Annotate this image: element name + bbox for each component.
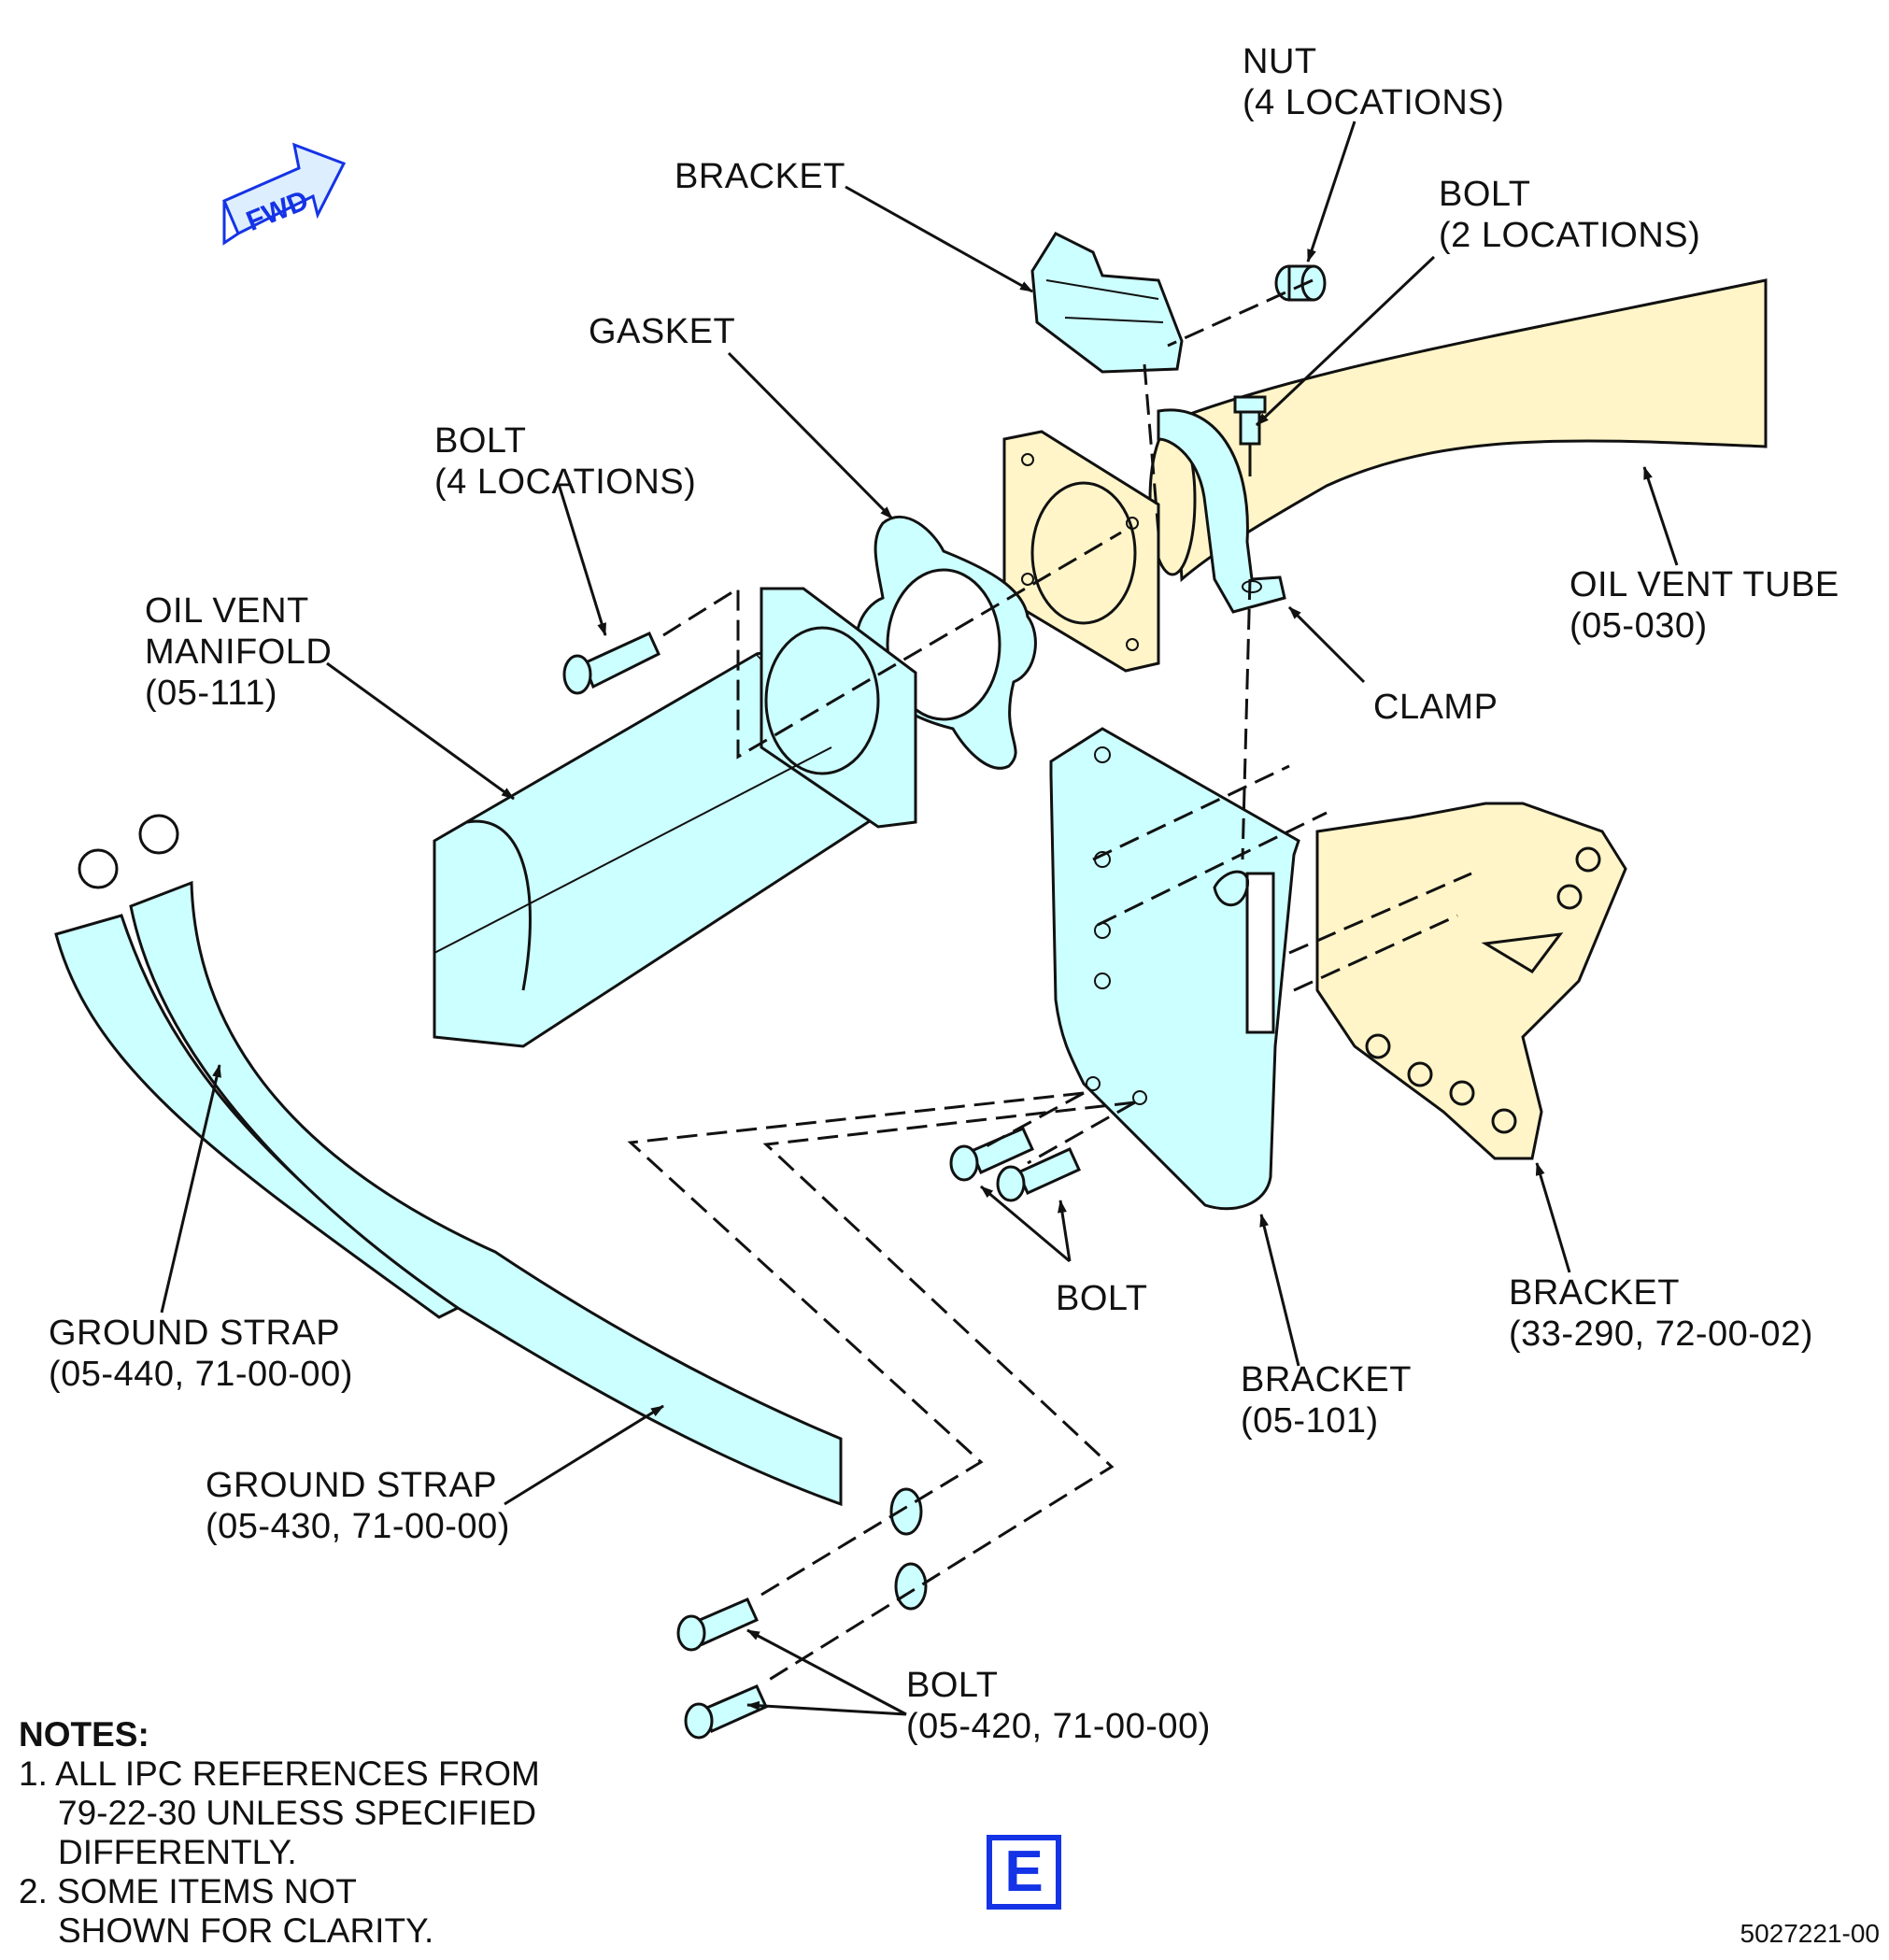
label-oil-vent-tube: OIL VENT TUBE (05-030) (1569, 564, 1839, 646)
label-ground-strap-440: GROUND STRAP (05-440, 71-00-00) (49, 1313, 353, 1395)
label-clamp-line1: CLAMP (1373, 688, 1498, 727)
label-oil-vent-manifold-line3: (05-111) (145, 674, 277, 713)
mid-bolts-part (949, 1127, 1081, 1202)
label-bolt-4loc: BOLT (4 LOCATIONS) (434, 420, 696, 503)
label-oil-vent-manifold-line1: OIL VENT (145, 591, 309, 631)
label-bracket-33-290-line2: (33-290, 72-00-02) (1509, 1314, 1813, 1354)
label-nut-line1: NUT (1243, 42, 1317, 81)
fwd-arrow-icon: FWD (222, 142, 347, 246)
note-1-line3: DIFFERENTLY. (58, 1833, 297, 1871)
label-bolt-05-420-line2: (05-420, 71-00-00) (906, 1707, 1211, 1746)
label-bracket-101: BRACKET (05-101) (1241, 1359, 1412, 1442)
oil-vent-manifold (433, 587, 917, 1048)
label-bolt-4loc-line2: (4 LOCATIONS) (434, 462, 697, 502)
label-bracket-101-line2: (05-101) (1241, 1401, 1379, 1441)
label-bracket-33-290-line1: BRACKET (1509, 1273, 1680, 1313)
label-ground-strap-430-line2: (05-430, 71-00-00) (206, 1507, 510, 1546)
note-1-line2: 79-22-30 UNLESS SPECIFIED (58, 1794, 537, 1832)
figure-number: 5027221-00 (1740, 1919, 1880, 1948)
notes-title: NOTES: (19, 1715, 149, 1754)
label-bolt-2loc-line2: (2 LOCATIONS) (1439, 216, 1701, 255)
label-bolt-4loc-line1: BOLT (434, 421, 527, 461)
bolt-2loc-part (1233, 395, 1267, 476)
label-ground-strap-430: GROUND STRAP (05-430, 71-00-00) (206, 1465, 510, 1547)
label-bolt-05-420-line1: BOLT (906, 1666, 999, 1705)
bracket-05-101-part (1049, 727, 1300, 1211)
view-letter-box: E (987, 1835, 1061, 1910)
label-bolt-mid: BOLT (1056, 1278, 1147, 1319)
clamp-part (1157, 408, 1286, 614)
label-oil-vent-tube-line2: (05-030) (1569, 606, 1708, 646)
note-2-line1: 2. SOME ITEMS NOT (19, 1872, 357, 1910)
label-bolt-2loc-line1: BOLT (1439, 175, 1531, 214)
label-oil-vent-tube-line1: OIL VENT TUBE (1569, 565, 1839, 604)
bolt-4loc-part (562, 632, 660, 695)
label-bracket-top: BRACKET (675, 156, 845, 197)
ground-strap-430-part (129, 814, 843, 1507)
alignment-lines (627, 278, 1472, 1683)
label-ground-strap-440-line1: GROUND STRAP (49, 1314, 341, 1353)
label-bracket-33-290: BRACKET (33-290, 72-00-02) (1509, 1272, 1813, 1355)
label-oil-vent-manifold: OIL VENT MANIFOLD (05-111) (145, 590, 332, 714)
note-2-line2: SHOWN FOR CLARITY. (58, 1911, 434, 1950)
ground-bolts-part (676, 1487, 928, 1740)
label-bracket-101-line1: BRACKET (1241, 1360, 1412, 1399)
label-bolt-2loc: BOLT (2 LOCATIONS) (1439, 174, 1700, 256)
ground-strap-440-part (54, 848, 461, 1319)
label-ground-strap-440-line2: (05-440, 71-00-00) (49, 1355, 353, 1394)
notes-block: NOTES: 1. ALL IPC REFERENCES FROM 79-22-… (19, 1715, 540, 1951)
label-oil-vent-manifold-line2: MANIFOLD (145, 632, 333, 672)
label-ground-strap-430-line1: GROUND STRAP (206, 1466, 498, 1505)
leader-lines (160, 121, 1679, 1716)
label-bolt-05-420: BOLT (05-420, 71-00-00) (906, 1665, 1211, 1747)
bracket-33-290-part (1315, 802, 1627, 1160)
note-1-line1: 1. ALL IPC REFERENCES FROM (19, 1754, 540, 1793)
label-bolt-mid-line1: BOLT (1056, 1279, 1148, 1318)
label-gasket: GASKET (589, 311, 735, 352)
top-bracket-part (1030, 232, 1184, 374)
tube-flange (1002, 430, 1160, 673)
label-gasket-line1: GASKET (589, 312, 736, 351)
label-nut-line2: (4 LOCATIONS) (1243, 83, 1505, 122)
label-nut: NUT (4 LOCATIONS) (1243, 41, 1504, 123)
label-bracket-top-line1: BRACKET (675, 157, 845, 196)
label-clamp: CLAMP (1373, 687, 1498, 728)
